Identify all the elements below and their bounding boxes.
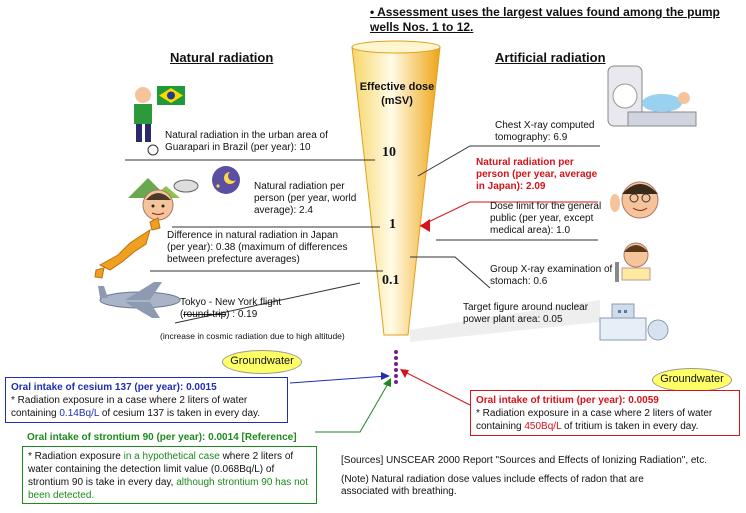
cesium-line2: containing 0.14Bq/L of cesium 137 is tak… bbox=[11, 407, 282, 420]
tick-label-10: 10 bbox=[382, 145, 396, 160]
japan-difference-label: Difference in natural radiation in Japan… bbox=[167, 230, 348, 265]
cesium-concentration: 0.14Bq/L bbox=[59, 408, 100, 419]
airplane-icon bbox=[98, 282, 181, 318]
world-average-label: Natural radiation per person (per year, … bbox=[254, 181, 357, 216]
flight-note: (increase in cosmic radiation due to hig… bbox=[160, 331, 345, 341]
flight-label: Tokyo - New York flight(round-trip) : 0.… bbox=[180, 297, 282, 320]
person-face-icon bbox=[142, 189, 174, 221]
groundwater-label-right: Groundwater bbox=[652, 368, 732, 392]
cesium-box: Oral intake of cesium 137 (per year): 0.… bbox=[5, 377, 288, 423]
tritium-line2-post: of tritium is taken in every day. bbox=[561, 421, 699, 432]
strontium-text-pre: * Radiation exposure bbox=[28, 451, 124, 462]
tick-line-flight bbox=[174, 282, 361, 324]
hospital-ct-icon bbox=[607, 65, 697, 127]
flight-strike-text: round-trip bbox=[183, 309, 227, 320]
tritium-title: Oral intake of tritium (per year): 0.005… bbox=[476, 395, 659, 406]
tritium-line1: * Radiation exposure in a case where 2 l… bbox=[476, 408, 713, 419]
strontium-box: * Radiation exposure in a hypothetical c… bbox=[22, 446, 317, 504]
strontium-hypothetical: in a hypothetical case bbox=[123, 451, 220, 462]
moon-stars-icon bbox=[212, 166, 240, 194]
doctor-icon bbox=[610, 181, 659, 219]
cesium-arrow bbox=[289, 375, 388, 384]
radon-note: (Note) Natural radiation dose values inc… bbox=[341, 474, 644, 497]
stomach-xray-label: Group X-ray examination of stomach: 0.6 bbox=[490, 264, 613, 287]
natural-radiation-heading: Natural radiation bbox=[170, 50, 274, 65]
tick-line-ct bbox=[417, 145, 600, 177]
brazil-flag-icon bbox=[157, 86, 185, 105]
tritium-line2-pre: containing bbox=[476, 421, 525, 432]
tritium-box: Oral intake of tritium (per year): 0.005… bbox=[470, 390, 740, 436]
tick-line-japan-avg bbox=[419, 201, 598, 227]
tick-label-0-1: 0.1 bbox=[382, 273, 400, 288]
chest-ct-label: Chest X-ray computed tomography: 6.9 bbox=[495, 120, 595, 143]
funnel-top bbox=[351, 40, 441, 54]
tick-line-stomach bbox=[410, 256, 491, 289]
dose-limit-label: Dose limit for the general public (per y… bbox=[490, 201, 602, 236]
japan-map-icon bbox=[94, 217, 161, 279]
effective-dose-axis-title: Effective dose (mSV) bbox=[359, 81, 435, 107]
strontium-title: Oral intake of strontium 90 (per year): … bbox=[27, 432, 297, 443]
artificial-radiation-heading: Artificial radiation bbox=[495, 50, 606, 65]
groundwater-dots bbox=[394, 350, 398, 384]
soccer-player-icon bbox=[134, 87, 159, 156]
sources-text: [Sources] UNSCEAR 2000 Report "Sources a… bbox=[341, 455, 707, 466]
tick-label-1: 1 bbox=[389, 217, 396, 232]
guarapari-label: Natural radiation in the urban area of G… bbox=[165, 130, 328, 153]
strontium-not-detected: although strontium 90 has not been detec… bbox=[28, 477, 308, 501]
groundwater-label-left: Groundwater bbox=[222, 350, 302, 374]
cesium-title: Oral intake of cesium 137 (per year): 0.… bbox=[11, 382, 217, 393]
cesium-line2-pre: containing bbox=[11, 408, 60, 419]
strontium-text-mid: where 2 liters of water containing the d… bbox=[28, 451, 294, 488]
tritium-line2: containing 450Bq/L of tritium is taken i… bbox=[476, 420, 734, 433]
red-arrowhead-japan bbox=[420, 219, 430, 232]
cesium-line1: * Radiation exposure in a case where 2 l… bbox=[11, 395, 248, 406]
nuclear-plant-icon bbox=[599, 303, 669, 341]
japan-average-label: Natural radiation per person (per year, … bbox=[476, 157, 598, 192]
flight-value: ) : 0.19 bbox=[226, 309, 258, 320]
flight-label-line1: Tokyo - New York flight bbox=[180, 297, 282, 308]
npp-shadow bbox=[410, 300, 600, 342]
xray-patient-icon bbox=[615, 242, 651, 282]
tritium-concentration: 450Bq/L bbox=[524, 421, 562, 432]
assessment-note: • Assessment uses the largest values fou… bbox=[370, 5, 720, 34]
tritium-arrow bbox=[402, 370, 471, 406]
strontium-arrow bbox=[315, 381, 390, 433]
nuclear-plant-label: Target figure around nuclear power plant… bbox=[463, 302, 589, 325]
cesium-line2-post: of cesium 137 is taken in every day. bbox=[99, 408, 261, 419]
steam-bowl-icon bbox=[173, 179, 199, 193]
